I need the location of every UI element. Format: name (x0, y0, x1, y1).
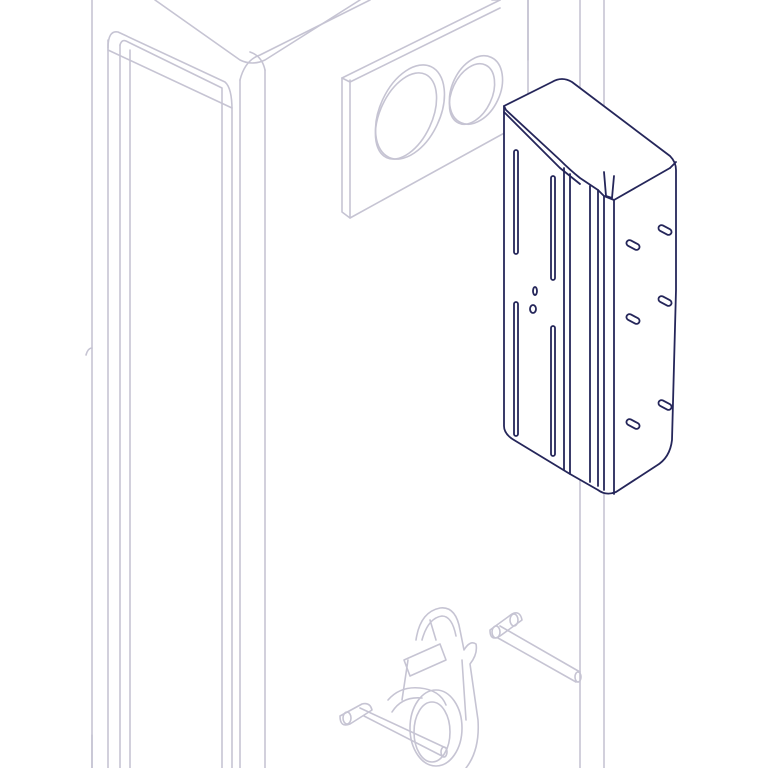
mounting-pegs (625, 224, 673, 430)
bracket-cover (503, 78, 677, 495)
latch-mechanism (387, 607, 480, 768)
pin-right (489, 612, 582, 683)
faceplate (341, 0, 529, 219)
pin-left (339, 702, 448, 758)
